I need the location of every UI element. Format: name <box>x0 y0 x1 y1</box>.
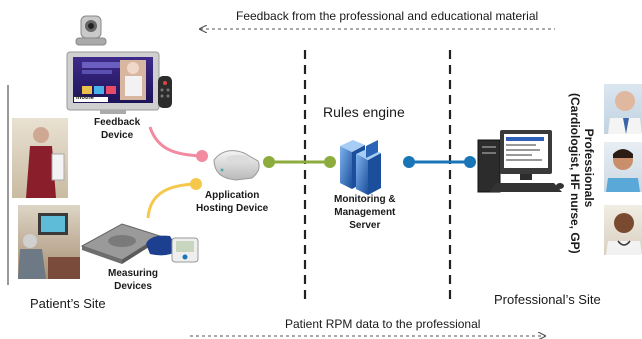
professional-photo-3 <box>604 205 642 255</box>
feedback-device-link <box>148 126 203 158</box>
rpm-arrow-label: Patient RPM data to the professional <box>285 317 481 331</box>
measuring-devices-label-line2: Devices <box>114 281 152 292</box>
tv-screen-text: mothe <box>76 95 94 101</box>
scale-icon <box>80 223 162 264</box>
webcam-icon <box>75 15 107 46</box>
server-icon <box>340 140 381 195</box>
application-hosting-label-line2: Hosting Device <box>196 203 269 214</box>
professionals-vertical-line2: (Cardiologist, HF nurse, GP) <box>568 93 582 254</box>
router-icon <box>213 150 260 181</box>
feedback-device-label-line1: Feedback <box>94 117 141 128</box>
application-hosting-label-line1: Application <box>204 190 260 201</box>
professionals-site-label: Professional’s Site <box>494 292 601 307</box>
hosting-link-node-right <box>324 156 336 168</box>
blood-pressure-icon <box>146 235 199 263</box>
professionals-vertical-line1: Professionals <box>582 128 596 208</box>
measuring-devices-label-line1: Measuring <box>108 268 159 279</box>
monitoring-server-label-line1: Monitoring & <box>334 194 396 205</box>
patient-photo-seated <box>18 205 80 279</box>
feedback-link-node <box>196 150 208 162</box>
professional-photo-1 <box>604 84 642 134</box>
professional-photo-2 <box>604 142 642 192</box>
tv-icon <box>66 51 160 114</box>
monitoring-server-label-line2: Management <box>334 207 396 218</box>
application-hosting-label: Application Hosting Device <box>196 189 268 215</box>
monitoring-server-label: Monitoring & Management Server <box>334 193 396 232</box>
measuring-link-node <box>190 178 202 190</box>
measuring-devices-label: Measuring Devices <box>108 267 158 293</box>
remote-icon <box>158 76 172 108</box>
feedback-device-label: Feedback Device <box>94 116 140 142</box>
measuring-device-link <box>146 182 197 219</box>
patient-photo-standing <box>12 118 68 198</box>
server-link-node-right <box>464 156 476 168</box>
patients-site-label: Patient’s Site <box>30 296 106 311</box>
workstation-icon <box>477 130 564 193</box>
monitoring-server-label-line3: Server <box>349 220 381 231</box>
rules-engine-label: Rules engine <box>323 104 405 120</box>
feedback-arrow-label: Feedback from the professional and educa… <box>236 9 539 23</box>
professionals-vertical-label: Professionals (Cardiologist, HF nurse, G… <box>568 93 596 254</box>
feedback-device-label-line2: Device <box>100 130 134 141</box>
